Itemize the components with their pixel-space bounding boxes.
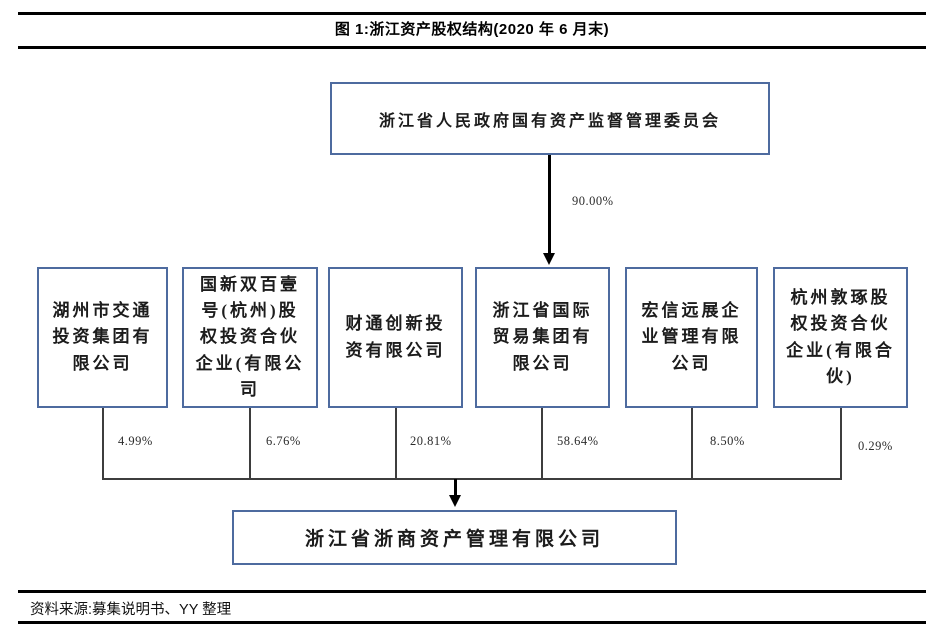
connector-line (102, 408, 104, 478)
merge-arrow-icon (449, 495, 461, 507)
bus-line (102, 478, 842, 480)
parent-company-box: 浙江省人民政府国有资产监督管理委员会 (330, 82, 770, 155)
parent-ownership-arrow-line (548, 155, 551, 254)
shareholder-percentage: 20.81% (410, 434, 452, 448)
parent-ownership-arrow-icon (543, 253, 555, 265)
title-divider-rule (18, 46, 926, 49)
shareholder-box: 财通创新投资有限公司 (328, 267, 463, 408)
shareholder-box: 宏信远展企业管理有限公司 (625, 267, 758, 408)
top-rule (18, 12, 926, 15)
connector-line (395, 408, 397, 478)
shareholder-box: 杭州敦琢股权投资合伙企业(有限合伙) (773, 267, 908, 408)
bottom-rule (18, 621, 926, 624)
subject-company-box: 浙江省浙商资产管理有限公司 (232, 510, 677, 565)
connector-line (840, 408, 842, 478)
source-note: 资料来源:募集说明书、YY 整理 (30, 602, 232, 618)
shareholder-percentage: 58.64% (557, 434, 599, 448)
shareholder-percentage: 4.99% (118, 434, 153, 448)
shareholder-percentage: 8.50% (710, 434, 745, 448)
shareholder-percentage: 6.76% (266, 434, 301, 448)
parent-ownership-percentage: 90.00% (572, 194, 614, 208)
source-divider-rule (18, 590, 926, 593)
shareholder-box: 浙江省国际贸易集团有限公司 (475, 267, 610, 408)
connector-line (249, 408, 251, 478)
merge-arrow-line (454, 479, 457, 496)
shareholder-box: 湖州市交通投资集团有限公司 (37, 267, 168, 408)
connector-line (541, 408, 543, 478)
shareholder-percentage: 0.29% (858, 439, 893, 453)
shareholder-box: 国新双百壹号(杭州)股权投资合伙企业(有限公司 (182, 267, 318, 408)
figure-title: 图 1:浙江资产股权结构(2020 年 6 月末) (334, 21, 610, 38)
connector-line (691, 408, 693, 478)
